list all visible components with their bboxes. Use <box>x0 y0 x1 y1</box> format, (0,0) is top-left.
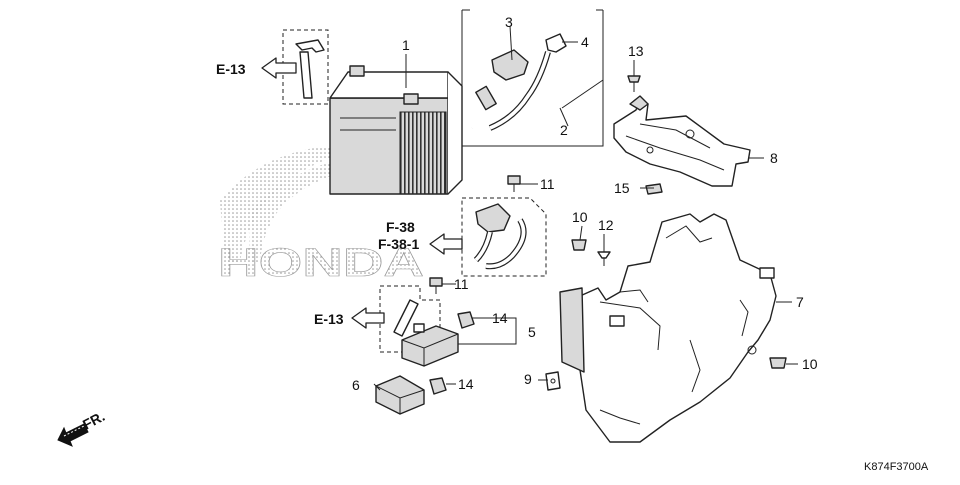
callout-14-lower: 14 <box>458 376 474 392</box>
callout-13: 13 <box>628 43 644 59</box>
callout-14-upper: 14 <box>492 310 508 326</box>
watermark-text: HONDA <box>218 241 424 285</box>
callout-11-lower: 11 <box>454 276 469 292</box>
callout-4: 4 <box>581 34 589 50</box>
battery <box>329 65 463 195</box>
battery-cable-group <box>461 9 604 147</box>
bolt-10-lower <box>769 357 787 369</box>
relay-5 <box>401 323 459 367</box>
ref-f38-1[interactable]: F-38-1 <box>378 236 419 252</box>
strap-reference-box <box>282 29 329 105</box>
clip-15 <box>645 183 663 195</box>
callout-15: 15 <box>614 180 630 196</box>
hollow-arrow-icon[interactable] <box>429 233 463 255</box>
callout-3: 3 <box>505 14 513 30</box>
callout-10-lower: 10 <box>802 356 818 372</box>
callout-9: 9 <box>524 371 532 387</box>
callout-12: 12 <box>598 217 614 233</box>
fuse-cable-reference-box <box>461 197 547 277</box>
bolt-11-upper <box>507 175 521 192</box>
hollow-arrow-icon[interactable] <box>351 307 385 329</box>
callout-2: 2 <box>560 122 568 138</box>
rubber-mount-14-upper <box>457 311 475 329</box>
battery-cover-7 <box>559 213 777 443</box>
hollow-arrow-icon[interactable] <box>261 57 297 79</box>
rivet-12 <box>597 251 611 266</box>
callout-8: 8 <box>770 150 778 166</box>
module-6 <box>375 375 425 415</box>
callout-6: 6 <box>352 377 360 393</box>
relay-bracket-reference-box <box>379 285 441 353</box>
rubber-mount-14-lower <box>429 377 447 395</box>
diagram-code: K874F3700A <box>864 461 929 473</box>
callout-5: 5 <box>528 324 536 340</box>
bolt-11-lower <box>429 277 443 294</box>
callout-7: 7 <box>796 294 804 310</box>
bolt-10-upper <box>571 239 587 251</box>
ref-e13-top[interactable]: E-13 <box>216 61 246 77</box>
battery-bracket <box>613 95 751 187</box>
callout-10-upper: 10 <box>572 209 588 225</box>
screw-13 <box>627 75 641 92</box>
callout-numbers: 1 2 3 4 5 6 7 8 9 10 10 11 11 12 13 14 1… <box>352 14 818 393</box>
section-references: E-13 F-38 F-38-1 E-13 <box>216 61 419 327</box>
ref-f38[interactable]: F-38 <box>386 219 415 235</box>
clip-9 <box>545 371 561 391</box>
callout-1: 1 <box>402 37 410 53</box>
front-direction-arrow-icon <box>57 423 89 447</box>
callout-11-upper: 11 <box>540 176 555 192</box>
leader-lines <box>373 25 798 391</box>
ref-e13-bottom[interactable]: E-13 <box>314 311 344 327</box>
